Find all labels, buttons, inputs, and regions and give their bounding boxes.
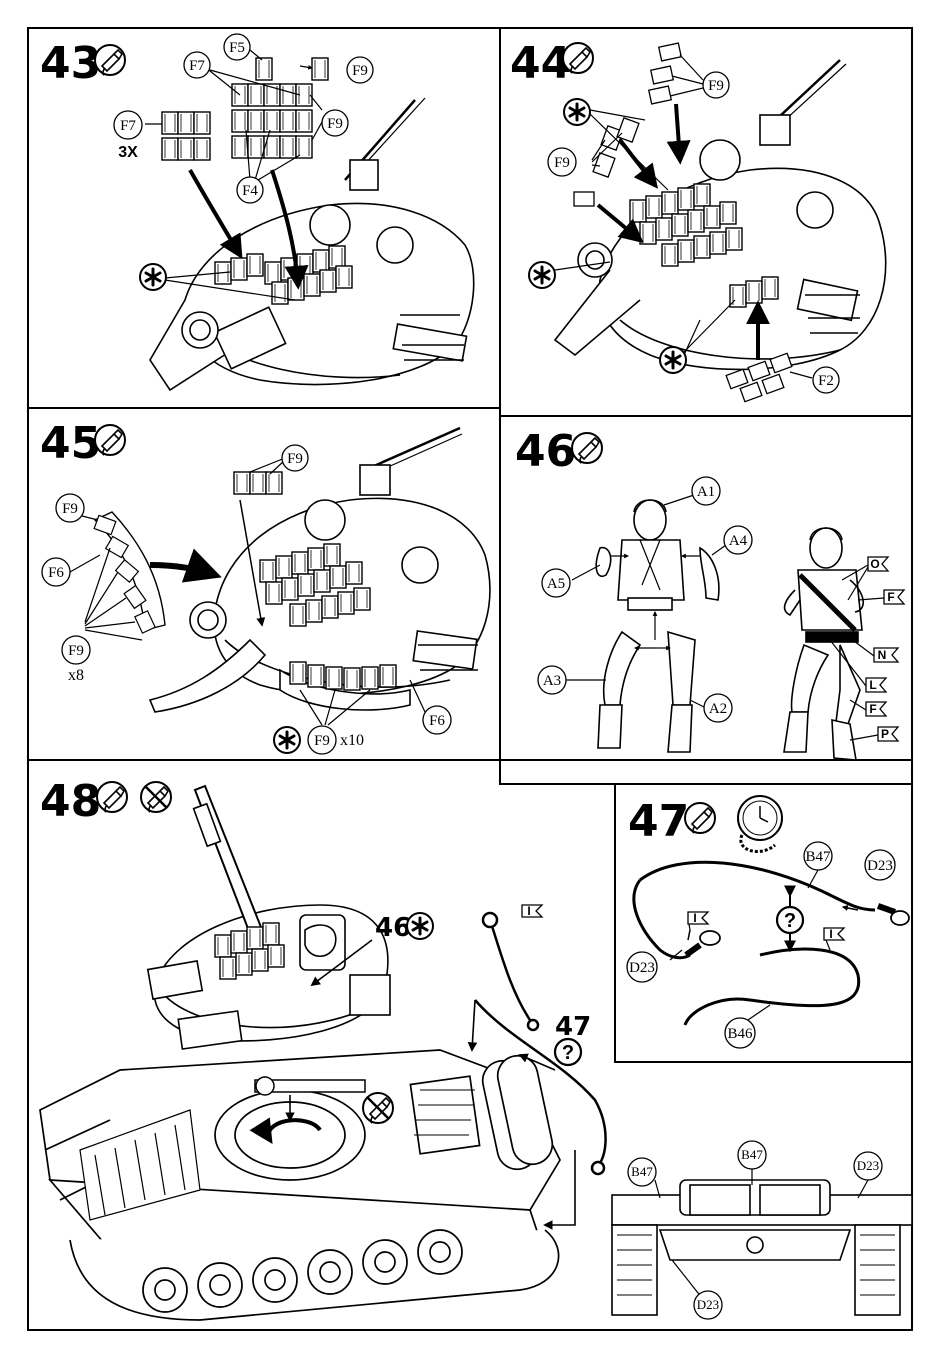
paint-flag: F [887,590,894,604]
part-label: F4 [242,183,258,199]
asterisk-icon [140,264,166,290]
step-48-turret [148,786,390,1049]
asterisk-icon [529,262,555,288]
asterisk-icon [407,913,433,939]
paint-flag: F [869,702,876,716]
glue-icon [563,43,593,73]
part-label: F2 [818,373,834,389]
part-label: B47 [741,1147,763,1162]
part-label: D23 [867,858,893,874]
glue-icon [97,782,127,812]
part-label: F7 [120,118,136,134]
question-icon [777,907,803,933]
step-44-number: 44 [510,38,571,89]
step-46-paint-flags: O F N L F P [866,557,904,741]
part-label: D23 [857,1158,879,1173]
glue-icon [572,433,602,463]
part-label: F9 [708,78,724,94]
part-label: F9 [554,155,570,171]
part-label: F9 [68,643,84,659]
step-46-number: 46 [515,426,576,477]
glue-icon [685,803,715,833]
step-48-antenna-part [255,1077,365,1095]
step-48-rear-view [612,1180,912,1315]
step-48-number: 48 [40,776,101,827]
paint-flag: O [870,557,879,571]
step-45-number: 45 [40,418,101,469]
part-label: F9 [62,501,78,517]
quantity-label: x8 [68,667,84,684]
part-label: D23 [697,1297,719,1312]
step-48-callouts: 46 47 [375,913,591,1065]
part-label: B46 [727,1026,753,1042]
paint-flag: L [869,678,876,692]
asterisk-icon [274,727,300,753]
callout-step-46: 46 [375,913,411,943]
part-label: F9 [314,733,330,749]
part-label: B47 [805,849,831,865]
part-label: A2 [709,701,727,717]
part-label: F6 [48,565,64,581]
asterisk-icon [660,347,686,373]
paint-flag: P [881,727,889,741]
step-47-number: 47 [628,796,689,847]
part-label: B47 [631,1164,653,1179]
step-46-crew-figure-assembled [784,528,863,760]
part-label: A5 [547,576,565,592]
quantity-label: x10 [340,732,364,749]
asterisk-icon [564,99,590,125]
glue-icon [95,45,125,75]
step-48-paint-flag: I [522,904,542,918]
part-label: F9 [352,63,368,79]
paint-flag: I [527,904,530,918]
quantity-label: 3X [118,144,138,161]
part-label: F9 [327,116,343,132]
part-label: D23 [629,960,655,976]
paint-flag: I [829,927,832,941]
paint-flag: N [878,648,887,662]
part-label: A4 [729,533,748,549]
step-43-number: 43 [40,38,101,89]
glue-icon [95,425,125,455]
part-label: F7 [189,58,205,74]
paint-flag: I [693,911,696,925]
callout-step-47: 47 [555,1012,591,1042]
no-glue-icon [363,1093,393,1123]
part-label: A3 [543,673,561,689]
no-glue-icon [141,782,171,812]
part-label: A1 [697,484,715,500]
part-label: F6 [429,713,445,729]
step-46-crew-figure-exploded [596,500,719,752]
part-label: F5 [229,40,245,56]
part-label: F9 [287,451,303,467]
question-icon [555,1039,581,1065]
